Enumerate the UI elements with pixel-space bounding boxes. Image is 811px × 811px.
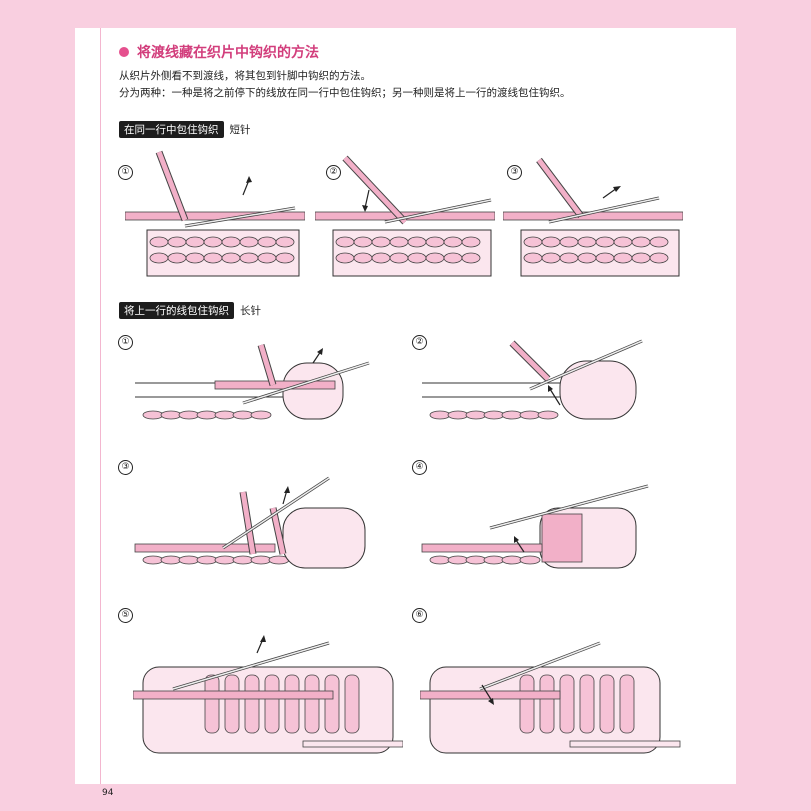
step-5b-number: ⑤ [118,608,133,623]
section-2-header: 将上一行的线包住钩织 长针 [119,302,261,319]
top-pink-band [0,0,811,28]
figure-dc-step-1 [135,343,370,420]
page: 将渡线藏在织片中钩织的方法 从织片外侧看不到渡线，将其包到针脚中钩织的方法。 分… [75,28,736,798]
step-4b-number: ④ [412,460,427,475]
figure-dc-step-6 [420,641,681,754]
figure-dc-step-3 [134,476,366,569]
bullet-icon [119,47,129,57]
step-3a-number: ③ [507,165,522,180]
figure-sc-step-2 [315,155,495,277]
title-row: 将渡线藏在织片中钩织的方法 [119,42,319,62]
figure-dc-step-4 [421,484,649,569]
figure-dc-step-5 [133,635,403,754]
intro-text: 从织片外侧看不到渡线，将其包到针脚中钩织的方法。 分为两种：一种是将之前停下的线… [119,68,571,102]
figure-sc-step-3 [503,157,683,277]
step-3b-number: ③ [118,460,133,475]
section-1-header: 在同一行中包住钩织 短针 [119,121,251,138]
intro-line-2: 分为两种：一种是将之前停下的线放在同一行中包住钩织；另一种则是将上一行的渡线包住… [119,87,571,99]
section-2-tag: 将上一行的线包住钩织 [119,302,234,319]
step-2b-number: ② [412,335,427,350]
step-2a-number: ② [326,165,341,180]
section-1-tag: 在同一行中包住钩织 [119,121,224,138]
section-2-subtitle: 长针 [240,305,261,317]
left-pink-band [0,0,75,811]
intro-line-1: 从织片外侧看不到渡线，将其包到针脚中钩织的方法。 [119,70,371,82]
bottom-pink-band [0,784,811,811]
section-1-subtitle: 短针 [229,124,251,136]
step-1b-number: ① [118,335,133,350]
figure-dc-step-2 [422,339,643,420]
page-margin-rule [100,28,101,784]
page-number: 94 [102,788,114,798]
page-title: 将渡线藏在织片中钩织的方法 [137,45,319,61]
figure-sc-step-1 [125,150,305,277]
right-pink-band [736,0,811,811]
step-6b-number: ⑥ [412,608,427,623]
step-1a-number: ① [118,165,133,180]
